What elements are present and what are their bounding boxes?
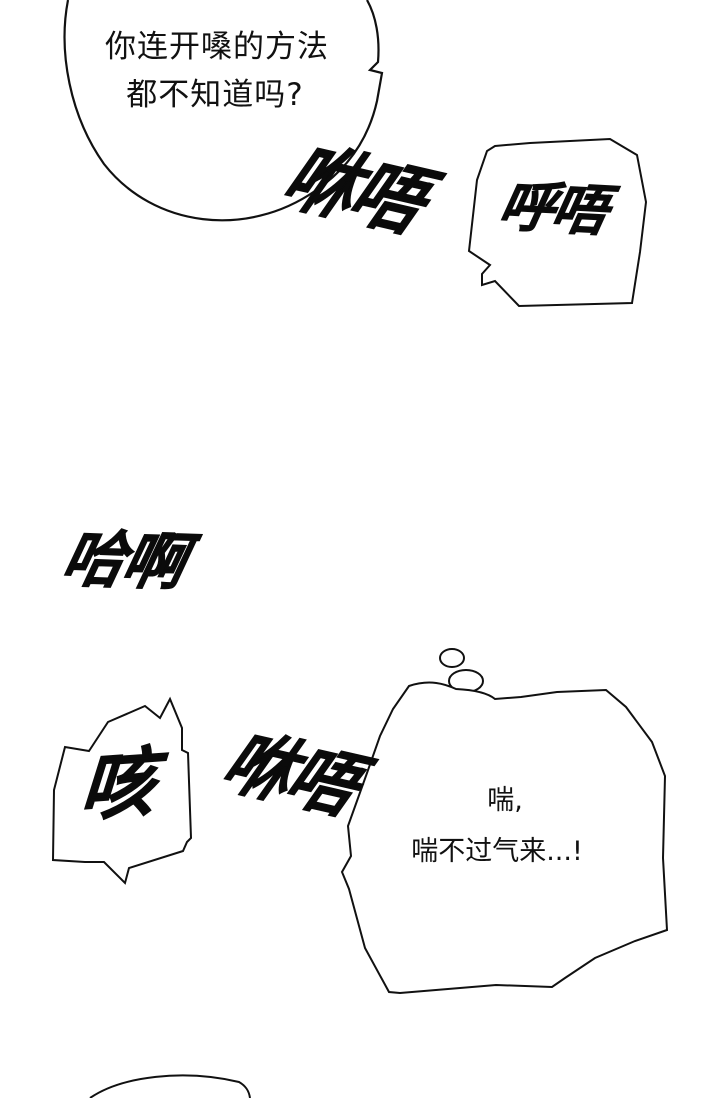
top-bubble-line-2: 都不知道吗? <box>126 77 304 113</box>
sfx-top-right: 呼唔 <box>493 173 612 243</box>
right-thought-bubble <box>340 681 669 995</box>
top-speech-bubble <box>63 0 384 222</box>
thought-bubble-line-1: 喘, <box>487 785 523 816</box>
thought-dot-small <box>439 648 465 668</box>
sfx-middle: 哈啊 <box>55 521 191 599</box>
top-bubble-line-1: 你连开嗓的方法 <box>105 29 329 65</box>
left-cough-bubble <box>51 696 193 885</box>
sfx-cough: 咳 <box>77 737 157 832</box>
thought-bubble-line-2: 喘不过气来...! <box>411 836 583 867</box>
bottom-bubble-edge <box>89 1074 251 1098</box>
top-right-speech-bubble <box>467 137 648 308</box>
